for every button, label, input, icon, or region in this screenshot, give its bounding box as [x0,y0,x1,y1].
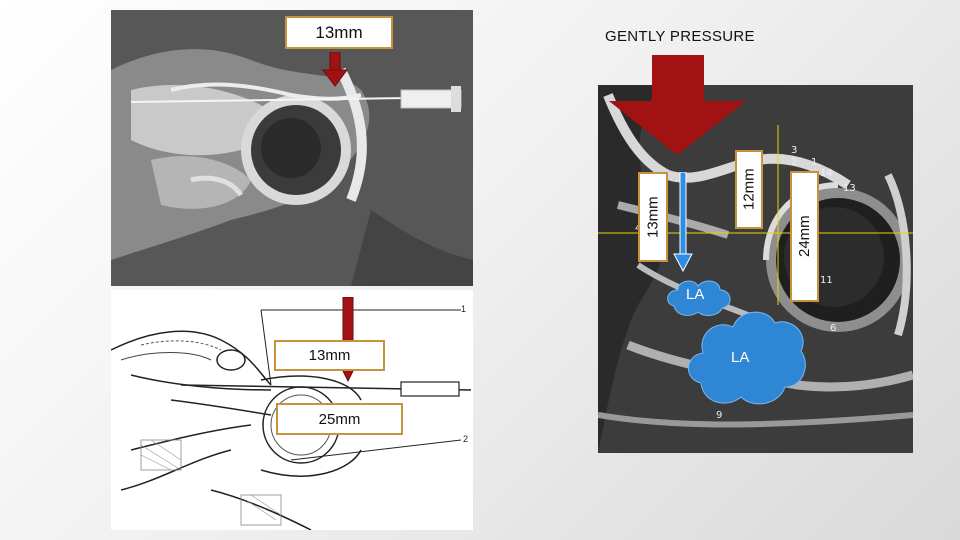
drawing-depth-label: 13mm [274,340,385,371]
mri-depth-arrow [673,172,693,272]
anesthetic-label-small: LA [686,286,705,303]
mri-number-3: 3 [791,145,798,156]
callout-number-top: 1 [461,304,467,314]
mri-number-14: 14 [820,168,833,179]
drawing-length-text: 25mm [318,410,361,428]
mri-pressure-arrow [609,55,746,155]
photo-pressure-arrow [322,52,348,87]
photo-depth-text: 13mm [315,22,363,42]
mri-depth-label-12mm: 12mm [735,150,763,229]
mri-depth-label-24mm: 24mm [790,171,819,302]
mri-number-2: 2 [791,157,798,168]
line-drawing-art [111,309,472,530]
callout-number-bottom: 2 [463,434,469,444]
drawing-depth-text: 13mm [308,347,351,364]
mri-number-11: 11 [820,275,833,286]
mri-number-9: 9 [716,410,723,421]
mri-depth-text-13mm: 13mm [644,196,662,238]
anesthetic-cloud-large [688,311,806,405]
photo-depth-label: 13mm [285,16,393,49]
mri-number-13: 13 [843,183,856,194]
anesthetic-label-large: LA [731,349,750,366]
mri-depth-text-24mm: 24mm [796,215,813,258]
anatomy-photo [111,10,473,286]
mri-depth-text-12mm: 12mm [740,168,758,211]
mri-number-6: 6 [830,323,837,334]
page-title: GENTLY PRESSURE [605,28,755,45]
mri-number-1: 1 [811,157,818,168]
anesthetic-cloud-small [667,280,731,316]
mri-depth-label-13mm: 13mm [638,172,668,262]
anatomy-photo-drawing [111,10,473,286]
drawing-length-label: 25mm [276,403,403,435]
